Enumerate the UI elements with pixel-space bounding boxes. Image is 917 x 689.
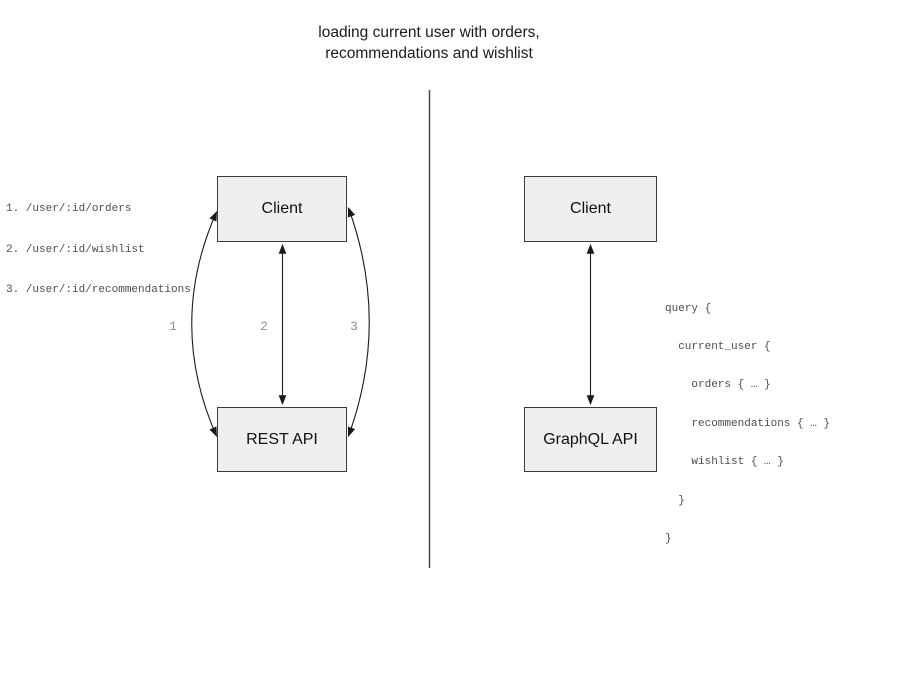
graphql-client-label: Client xyxy=(570,200,611,217)
rest-arrow-label-3: 3 xyxy=(350,318,358,334)
rest-api-box: REST API xyxy=(217,407,347,472)
rest-endpoint-orders: 1. /user/:id/orders xyxy=(6,203,132,215)
graphql-query-block: query { current_user { orders { … } reco… xyxy=(665,277,830,571)
query-line: orders { … } xyxy=(665,379,771,392)
title-line-1: loading current user with orders, xyxy=(318,24,540,41)
graphql-api-label: GraphQL API xyxy=(543,430,638,448)
rest-endpoint-wishlist: 2. /user/:id/wishlist xyxy=(6,243,145,256)
graphql-client-box: Client xyxy=(524,176,657,242)
query-line: wishlist { … } xyxy=(665,456,784,469)
query-line: recommendations { … } xyxy=(665,417,831,430)
query-line: current_user { xyxy=(665,340,771,353)
query-line: } xyxy=(665,532,672,545)
rest-endpoint-recommendations: 3. /user/:id/recommendations xyxy=(6,284,191,296)
rest-endpoints-list: 1. /user/:id/orders 2. /user/:id/wishlis… xyxy=(6,176,191,325)
query-line: } xyxy=(665,494,685,507)
rest-arrow-label-1: 1 xyxy=(169,318,177,334)
query-line: query { xyxy=(665,302,712,315)
rest-arrow-3-curve xyxy=(347,206,370,438)
graphql-api-box: GraphQL API xyxy=(524,407,657,472)
rest-api-label: REST API xyxy=(246,430,318,448)
title-line-2: recommendations and wishlist xyxy=(325,45,533,62)
rest-arrow-label-2: 2 xyxy=(260,318,268,334)
diagram-title: loading current user with orders, recomm… xyxy=(229,22,629,64)
rest-arrow-1-curve xyxy=(191,210,218,438)
rest-client-box: Client xyxy=(217,176,347,242)
rest-client-label: Client xyxy=(261,200,303,217)
